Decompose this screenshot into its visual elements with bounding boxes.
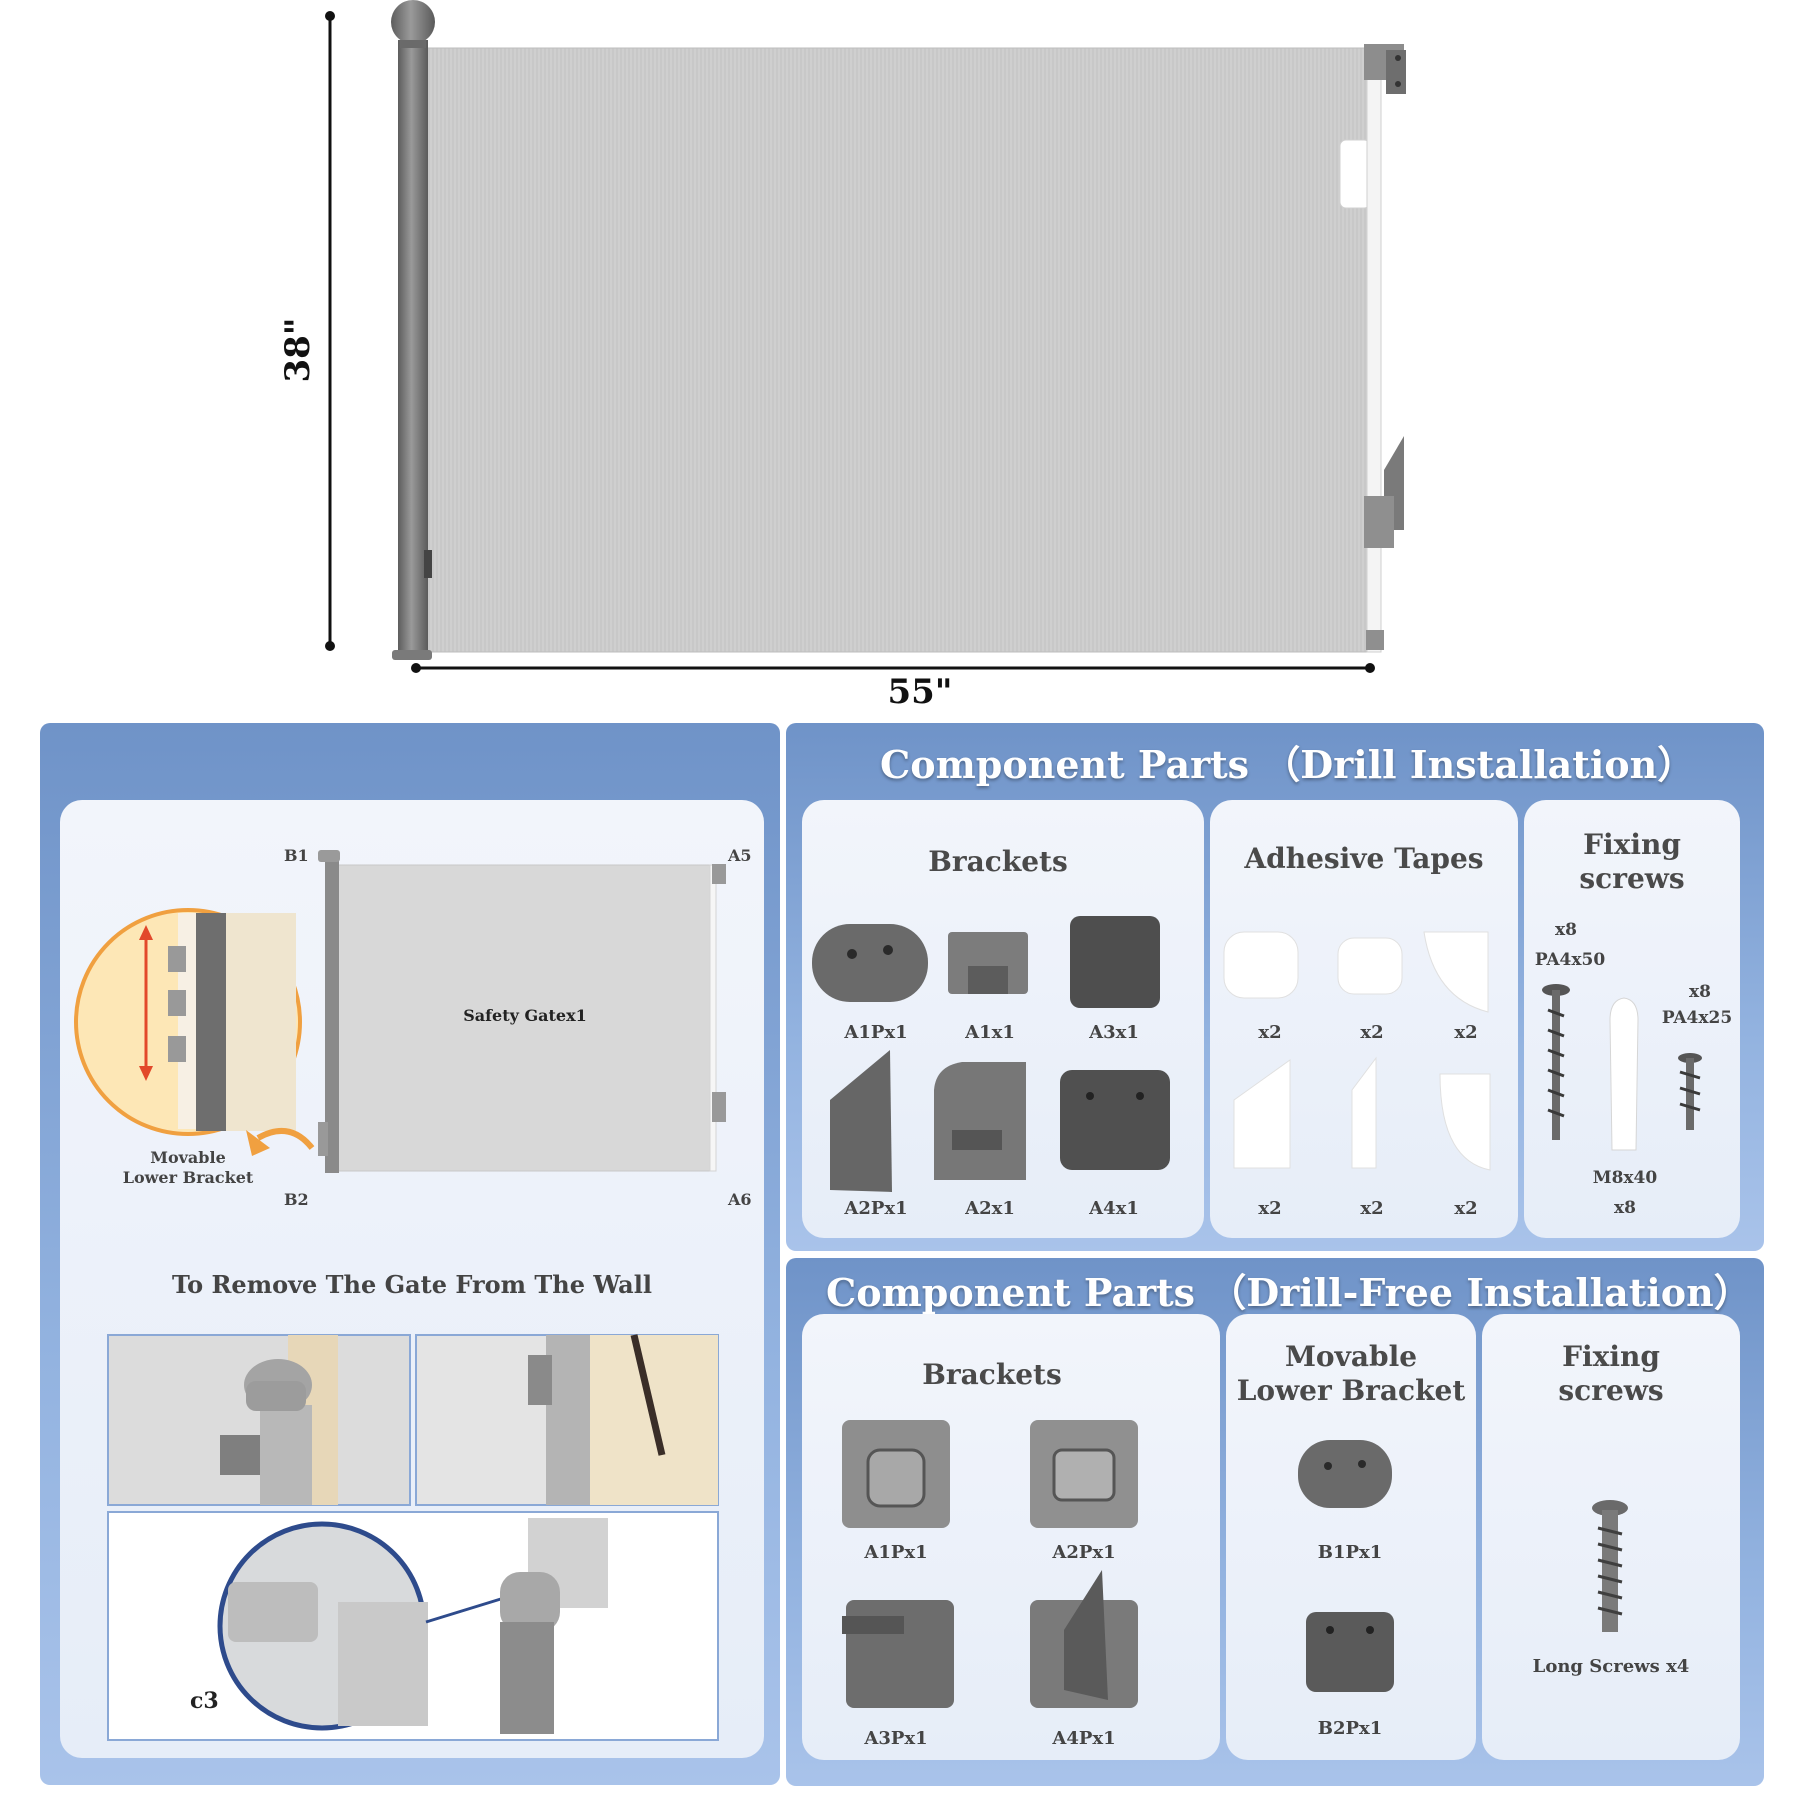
bracket-b2p-icon bbox=[1306, 1612, 1394, 1692]
drillfree-bracket-icons bbox=[842, 1420, 1138, 1708]
movable-bracket-label-1: Movable bbox=[150, 1148, 226, 1167]
screw-b-qty: x8 bbox=[1689, 982, 1711, 1002]
bracket-a2p-icon bbox=[1030, 1420, 1138, 1528]
small-gate-diagram bbox=[74, 850, 726, 1173]
drillfree-brackets-title: Brackets bbox=[922, 1358, 1062, 1391]
long-screw-icon bbox=[1542, 984, 1570, 1140]
anchor-qty: x8 bbox=[1614, 1198, 1636, 1218]
drill-bracket-icons bbox=[812, 916, 1170, 1192]
long-screw-icon bbox=[1592, 1500, 1628, 1632]
short-screw-icon bbox=[1678, 1053, 1702, 1130]
drill-brackets-title: Brackets bbox=[928, 845, 1068, 878]
bracket-a3-icon bbox=[1070, 916, 1160, 1008]
bracket-a4p-icon bbox=[1030, 1570, 1138, 1708]
screw-b-name: PA4x25 bbox=[1661, 1008, 1733, 1028]
movable-bracket-title-2: Lower Bracket bbox=[1236, 1374, 1466, 1407]
anchor-name: M8x40 bbox=[1592, 1168, 1658, 1188]
drill-screws-title-1: Fixing bbox=[1583, 828, 1681, 861]
drillfree-bracket-label-a1p: A1Px1 bbox=[864, 1542, 928, 1563]
tape-qty-6: x2 bbox=[1454, 1198, 1478, 1219]
movable-bracket-icons bbox=[1298, 1440, 1394, 1692]
corner-label-b1: B1 bbox=[284, 846, 309, 865]
removal-photo-1 bbox=[107, 1334, 411, 1506]
long-screws-label: Long Screws x4 bbox=[1532, 1656, 1690, 1677]
drillfree-screws-title-2: screws bbox=[1558, 1374, 1664, 1407]
adhesive-tape-icons bbox=[1223, 931, 1491, 1171]
corner-label-a6: A6 bbox=[728, 1190, 752, 1209]
tape-icon bbox=[1233, 1059, 1291, 1169]
tape-icon bbox=[1423, 931, 1489, 1013]
drill-bracket-label-a4: A4x1 bbox=[1089, 1198, 1139, 1219]
bracket-a3p-icon bbox=[842, 1600, 954, 1708]
c3-label: c3 bbox=[190, 1688, 219, 1714]
gate-post bbox=[398, 40, 428, 655]
bracket-a1p-icon bbox=[842, 1420, 950, 1528]
drillfree-section-title: Component Parts （Drill-Free Installation… bbox=[826, 1270, 1752, 1315]
drillfree-bracket-label-a3p: A3Px1 bbox=[864, 1728, 928, 1749]
drill-bracket-label-a3: A3x1 bbox=[1089, 1022, 1139, 1043]
adhesive-tapes-title: Adhesive Tapes bbox=[1244, 842, 1484, 875]
bracket-b1p-icon bbox=[1298, 1440, 1392, 1508]
movable-bracket-label-2: Lower Bracket bbox=[122, 1168, 254, 1187]
drill-screw-icons bbox=[1542, 984, 1702, 1151]
corner-label-b2: B2 bbox=[284, 1190, 309, 1209]
bracket-a1p-icon bbox=[812, 924, 928, 1002]
bracket-a4-icon bbox=[1060, 1070, 1170, 1170]
remove-gate-title: To Remove The Gate From The Wall bbox=[172, 1270, 652, 1299]
tape-qty-1: x2 bbox=[1258, 1022, 1282, 1043]
tape-qty-2: x2 bbox=[1360, 1022, 1384, 1043]
height-label: 38" bbox=[278, 317, 318, 383]
corner-label-a5: A5 bbox=[728, 846, 752, 865]
wall-anchor-icon bbox=[1609, 997, 1639, 1151]
screw-a-qty: x8 bbox=[1555, 920, 1577, 940]
drill-screws-title-2: screws bbox=[1579, 862, 1685, 895]
removal-closeup bbox=[107, 1511, 719, 1741]
drill-section-title: Component Parts （Drill Installation） bbox=[880, 742, 1696, 787]
tape-qty-4: x2 bbox=[1258, 1198, 1282, 1219]
tape-qty-5: x2 bbox=[1360, 1198, 1384, 1219]
removal-photo-2 bbox=[415, 1334, 719, 1506]
tape-icon bbox=[1351, 1056, 1377, 1169]
drill-bracket-label-a2p: A2Px1 bbox=[844, 1198, 908, 1219]
tape-icon bbox=[1337, 937, 1403, 995]
gate-label: Safety Gatex1 bbox=[463, 1006, 587, 1025]
bracket-a2-icon bbox=[934, 1062, 1026, 1180]
movable-label-b2p: B2Px1 bbox=[1317, 1718, 1383, 1739]
screw-a-name: PA4x50 bbox=[1534, 950, 1606, 970]
drillfree-bracket-label-a4p: A4Px1 bbox=[1052, 1728, 1116, 1749]
bracket-a2p-icon bbox=[830, 1050, 892, 1192]
gate-mesh bbox=[424, 47, 1368, 653]
drill-bracket-label-a2: A2x1 bbox=[965, 1198, 1015, 1219]
tape-icon bbox=[1223, 931, 1299, 999]
movable-label-b1p: B1Px1 bbox=[1317, 1542, 1383, 1563]
tape-qty-3: x2 bbox=[1454, 1022, 1478, 1043]
width-label: 55" bbox=[887, 672, 953, 712]
tape-icon bbox=[1439, 1073, 1491, 1171]
drillfree-bracket-label-a2p: A2Px1 bbox=[1052, 1542, 1116, 1563]
drill-bracket-label-a1p: A1Px1 bbox=[844, 1022, 908, 1043]
drill-bracket-label-a1: A1x1 bbox=[965, 1022, 1015, 1043]
movable-bracket-title-1: Movable bbox=[1284, 1340, 1418, 1373]
drillfree-screws-title-1: Fixing bbox=[1562, 1340, 1660, 1373]
gate-illustration bbox=[325, 0, 1406, 673]
